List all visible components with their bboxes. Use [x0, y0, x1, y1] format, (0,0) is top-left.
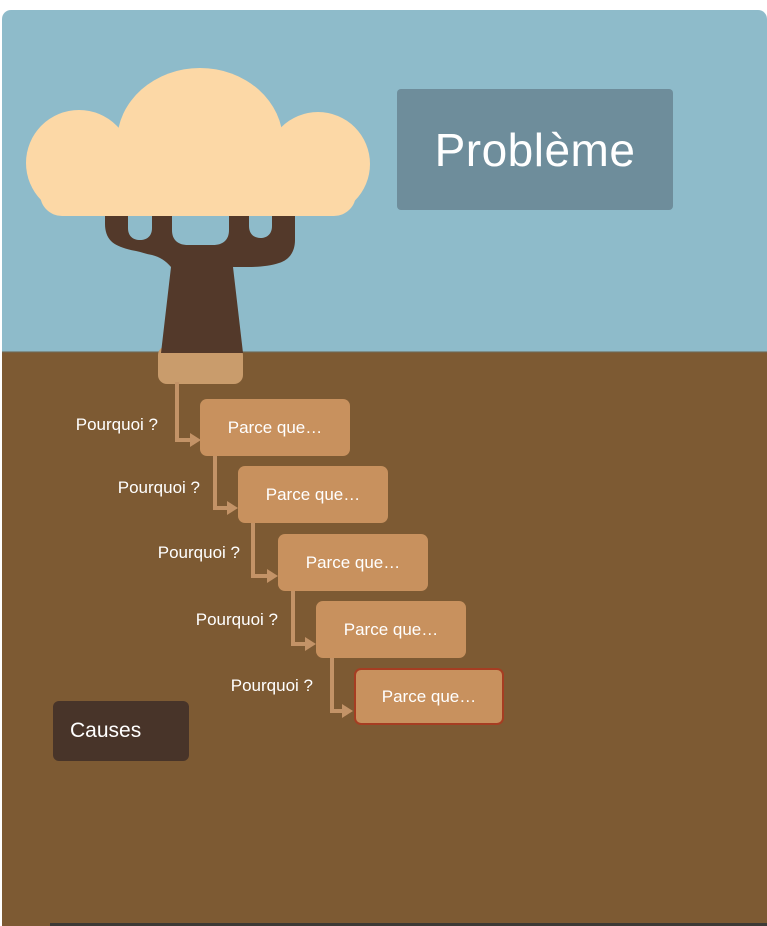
- tree-illustration: [26, 68, 370, 718]
- why-label-1: Pourquoi ?: [75, 415, 158, 434]
- why-label-5: Pourquoi ?: [230, 676, 313, 695]
- because-box-5-selected[interactable]: Parce que…: [354, 668, 504, 725]
- causes-box[interactable]: Causes: [53, 701, 189, 761]
- connector-line: [291, 589, 305, 646]
- slide-canvas: Problème Pourquoi ? Pourquoi ? Pourquoi …: [2, 10, 767, 926]
- connector-line: [175, 382, 190, 442]
- causes-label: Causes: [70, 719, 142, 742]
- because-box-2[interactable]: Parce que…: [238, 466, 388, 523]
- because-label: Parce que…: [305, 552, 401, 572]
- connector-arrow-icon: [342, 704, 353, 718]
- because-box-4[interactable]: Parce que…: [316, 601, 466, 658]
- why-label-2: Pourquoi ?: [117, 478, 200, 497]
- connector-line: [251, 521, 267, 578]
- because-box-1[interactable]: Parce que…: [200, 399, 350, 456]
- connector-arrow-icon: [267, 569, 278, 583]
- tree-trunk: [105, 213, 295, 353]
- horizon-line: [2, 351, 767, 353]
- connector-line: [213, 454, 227, 510]
- because-label: Parce que…: [227, 417, 323, 437]
- slide-bottom-edge: [50, 923, 767, 926]
- problem-label: Problème: [434, 123, 636, 176]
- connector-line: [330, 656, 342, 713]
- because-box-3[interactable]: Parce que…: [278, 534, 428, 591]
- because-label: Parce que…: [381, 686, 477, 706]
- connector-arrows: [190, 433, 353, 718]
- connector-lines: [175, 382, 342, 713]
- connector-arrow-icon: [227, 501, 238, 515]
- connector-arrow-icon: [305, 637, 316, 651]
- problem-box[interactable]: Problème: [397, 89, 673, 210]
- tree-canopy: [26, 68, 370, 216]
- because-label: Parce que…: [343, 619, 439, 639]
- tree-root-block: [158, 346, 243, 384]
- why-label-3: Pourquoi ?: [157, 543, 240, 562]
- because-label: Parce que…: [265, 484, 361, 504]
- connector-arrow-icon: [190, 433, 201, 447]
- why-label-4: Pourquoi ?: [195, 610, 278, 629]
